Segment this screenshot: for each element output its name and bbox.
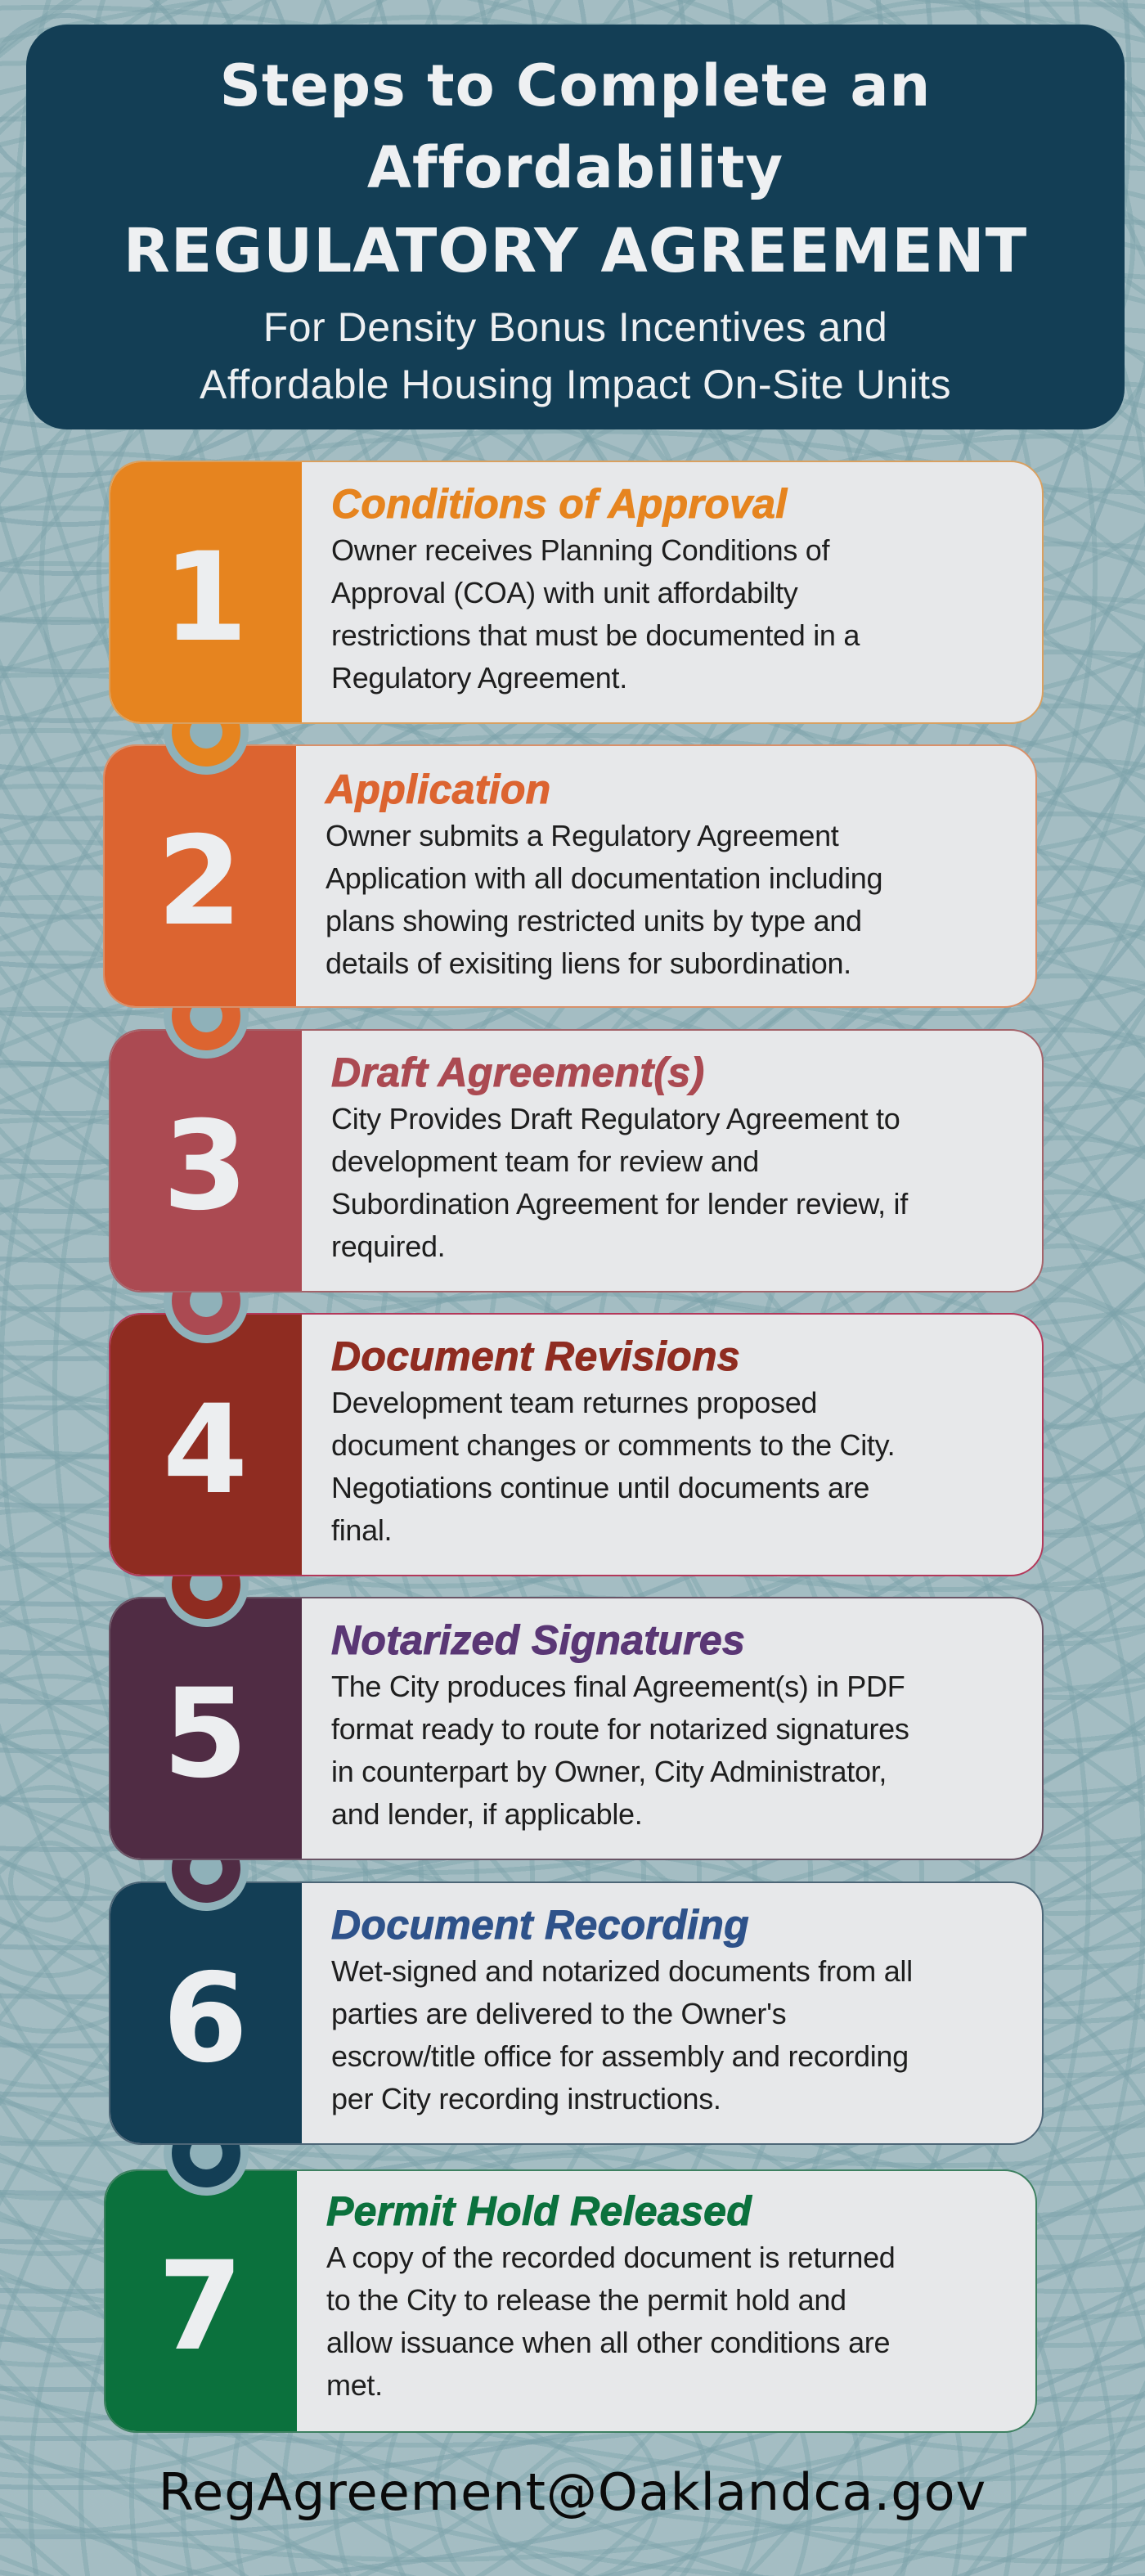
step-description: City Provides Draft Regulatory Agreement… — [331, 1102, 908, 1263]
step-description: Owner submits a Regulatory Agreement App… — [326, 819, 883, 980]
contact-email[interactable]: RegAgreement@Oaklandca.gov — [158, 2462, 987, 2522]
step-card-3: 3 Draft Agreement(s) City Provides Draft… — [109, 1029, 1044, 1292]
subtitle-line-2: Affordable Housing Impact On-Site Units — [199, 362, 951, 407]
title-line-3: REGULATORY AGREEMENT — [123, 216, 1028, 286]
step-title: Document Revisions — [331, 1333, 741, 1380]
step-number-panel: 5 — [110, 1598, 302, 1859]
connector-ring-3-4 — [164, 1292, 254, 1348]
step-title: Notarized Signatures — [331, 1617, 746, 1664]
step-card-5: 5 Notarized Signatures The City produces… — [109, 1597, 1044, 1860]
step-card-7: 7 Permit Hold Released A copy of the rec… — [104, 2169, 1037, 2433]
header-banner: Steps to Complete an Affordability REGUL… — [26, 25, 1125, 429]
step-description: A copy of the recorded document is retur… — [326, 2241, 896, 2402]
step-number-panel: 3 — [110, 1031, 302, 1291]
step-number: 2 — [156, 811, 243, 953]
step-description: The City produces final Agreement(s) in … — [331, 1670, 909, 1831]
step-card-2: 2 Application Owner submits a Regulatory… — [103, 744, 1037, 1008]
step-title: Conditions of Approval — [331, 481, 788, 528]
step-number: 3 — [162, 1095, 249, 1238]
step-description: Owner receives Planning Conditions of Ap… — [331, 533, 860, 695]
step-number: 5 — [162, 1663, 249, 1805]
step-card-1: 1 Conditions of Approval Owner receives … — [109, 461, 1044, 724]
connector-ring-1-2 — [164, 724, 254, 780]
step-number: 4 — [162, 1379, 249, 1522]
step-number-panel: 7 — [106, 2171, 297, 2431]
step-number-panel: 4 — [110, 1315, 302, 1575]
connector-ring-6-7 — [164, 2145, 254, 2201]
subtitle-line-1: For Density Bonus Incentives and — [263, 304, 888, 350]
title-line-2: Affordability — [366, 134, 784, 201]
step-number: 6 — [162, 1948, 249, 2090]
step-title: Application — [326, 767, 551, 813]
step-number: 7 — [157, 2236, 244, 2378]
step-number-panel: 6 — [110, 1883, 302, 2143]
title-line-1: Steps to Complete an — [219, 52, 932, 119]
step-number: 1 — [162, 527, 249, 669]
step-title: Document Recording — [331, 1902, 750, 1949]
step-description: Development team returnes proposed docum… — [331, 1386, 896, 1547]
step-title: Permit Hold Released — [326, 2188, 752, 2235]
step-card-4: 4 Document Revisions Development team re… — [109, 1313, 1044, 1576]
step-title: Draft Agreement(s) — [331, 1050, 705, 1096]
step-description: Wet-signed and notarized documents from … — [331, 1954, 913, 2115]
connector-ring-4-5 — [164, 1576, 254, 1632]
step-number-panel: 2 — [105, 746, 296, 1006]
step-card-6: 6 Document Recording Wet-signed and nota… — [109, 1881, 1044, 2145]
connector-ring-2-3 — [164, 1008, 254, 1063]
connector-ring-5-6 — [164, 1860, 254, 1916]
step-number-panel: 1 — [110, 462, 302, 722]
